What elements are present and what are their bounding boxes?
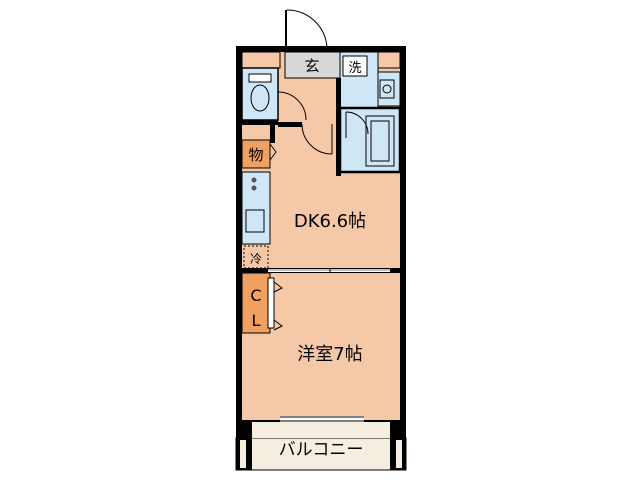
sliding-door-icon [242,268,400,273]
wall-toilet-bottom [242,120,278,125]
stove-icon [251,177,257,191]
toilet-icon [248,73,272,112]
entrance-door-icon [285,9,328,49]
wall-dk-top [278,122,302,127]
entrance-label: 玄 [304,57,319,75]
fridge-label: 冷 [250,252,262,266]
toilet-door-icon [277,91,307,121]
top-right-shelf [377,51,401,69]
closet [241,272,271,334]
closet-label-l: L [252,311,261,330]
kitchen-counter [241,171,271,245]
dk-door-icon [301,123,333,155]
dk-label: DK6.6帖 [294,211,366,232]
top-left-shelf [241,51,281,69]
wall-bath-left [336,78,341,176]
balcony-window-icon [280,416,364,422]
closet-label-c: C [250,286,261,305]
sink-icon [245,209,265,233]
wall-storage-right [270,125,275,143]
laundry-label-box [342,55,368,77]
washbasin-icon [377,71,401,107]
laundry-label: 洗 [348,61,361,76]
storage-label: 物 [248,146,263,164]
western-room-label: 洋室7帖 [297,344,362,365]
balcony-label: バルコニー [279,440,364,460]
bathtub-icon [365,115,395,167]
storage [241,139,271,169]
entrance-area [284,51,341,79]
balcony [235,437,407,471]
